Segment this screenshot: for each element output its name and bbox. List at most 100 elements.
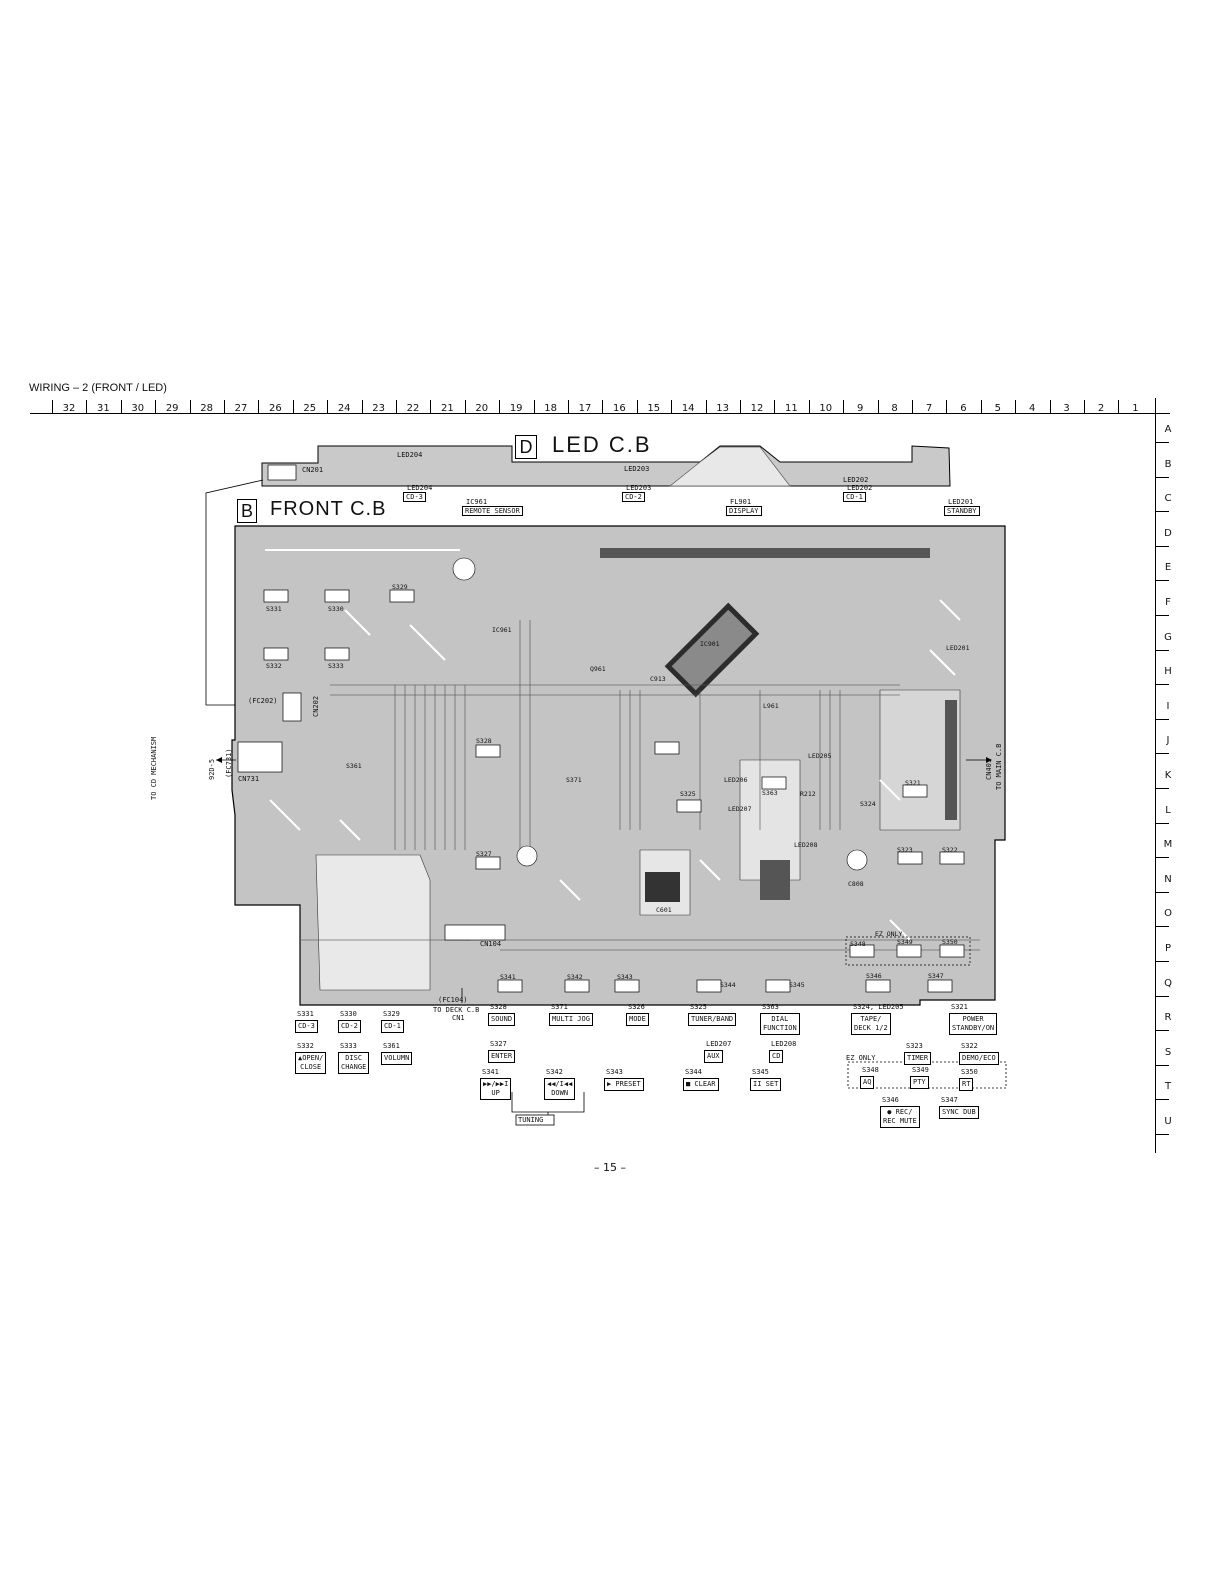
component-label: S346 bbox=[866, 972, 882, 980]
fc202-label: (FC202) bbox=[248, 697, 278, 705]
button-function-box: DIAL FUNCTION bbox=[760, 1013, 800, 1035]
column-number: 2 bbox=[1097, 403, 1105, 414]
front-board-letter: B bbox=[237, 499, 257, 523]
top-label-function: DISPLAY bbox=[726, 506, 762, 516]
column-tick bbox=[1049, 400, 1051, 414]
column-number: 3 bbox=[1063, 403, 1070, 414]
button-function-box: POWER STANDBY/ON bbox=[949, 1013, 998, 1035]
button-ref: S341 bbox=[482, 1068, 499, 1076]
button-function-box: ▲OPEN/ CLOSE bbox=[295, 1052, 327, 1074]
left-model-label: 92D-5 bbox=[208, 758, 216, 780]
cn731-label: CN731 bbox=[238, 775, 260, 783]
button-function-box: ENTER bbox=[488, 1050, 516, 1063]
button-ref: S343 bbox=[606, 1068, 623, 1076]
button-function-box: TUNER/BAND bbox=[688, 1013, 737, 1026]
component-label: S332 bbox=[266, 662, 282, 670]
component-label: EZ ONLY bbox=[875, 930, 903, 938]
page-number: – 15 – bbox=[594, 1161, 626, 1174]
row-tick bbox=[1155, 788, 1169, 789]
column-number: 25 bbox=[303, 403, 317, 414]
component-label: LED206 bbox=[724, 776, 748, 784]
row-tick bbox=[1155, 995, 1169, 997]
column-tick bbox=[602, 400, 604, 414]
button-ref: S371 bbox=[551, 1003, 568, 1011]
fc104-label: (FC104) bbox=[438, 996, 468, 1004]
component-label: LED205 bbox=[808, 752, 832, 760]
column-number: 22 bbox=[406, 403, 420, 414]
top-label-function: CD-2 bbox=[622, 492, 645, 502]
tuning-label: TUNING bbox=[518, 1116, 544, 1124]
component-label: S341 bbox=[500, 973, 516, 981]
led204-board-label: LED204 bbox=[397, 451, 423, 459]
column-tick bbox=[1015, 400, 1017, 414]
row-letter: U bbox=[1164, 1116, 1172, 1127]
button-function-box: TIMER bbox=[904, 1052, 932, 1065]
column-number: 21 bbox=[441, 403, 454, 414]
component-label: S323 bbox=[897, 846, 913, 854]
button-ref: S344 bbox=[685, 1068, 702, 1076]
front-board-name: FRONT C.B bbox=[270, 498, 387, 520]
row-tick bbox=[1155, 1030, 1169, 1032]
component-label: LED201 bbox=[946, 644, 970, 652]
column-number: 18 bbox=[544, 403, 557, 414]
column-tick bbox=[912, 400, 913, 414]
page-title: WIRING – 2 (FRONT / LED) bbox=[29, 382, 167, 394]
top-label-function: CD-3 bbox=[403, 492, 426, 502]
column-number: 27 bbox=[234, 403, 248, 414]
column-tick bbox=[1084, 400, 1085, 414]
component-label: S325 bbox=[680, 790, 696, 798]
top-label-ref: LED202 bbox=[847, 484, 873, 492]
row-letter: G bbox=[1164, 631, 1172, 643]
to-deck-label: TO DECK C.B bbox=[433, 1006, 480, 1014]
led203-board-label: LED203 bbox=[624, 465, 650, 473]
component-label: S342 bbox=[567, 973, 583, 981]
component-label: S322 bbox=[942, 846, 958, 854]
button-ref: S363 bbox=[762, 1003, 779, 1011]
button-ref: LED207 bbox=[706, 1040, 732, 1048]
row-letter: F bbox=[1165, 597, 1171, 608]
column-number: 1 bbox=[1132, 403, 1139, 414]
button-ref: S324, LED205 bbox=[853, 1003, 904, 1011]
column-tick bbox=[843, 400, 845, 414]
button-function-box: CD-2 bbox=[338, 1020, 361, 1033]
button-function-box: RT bbox=[959, 1078, 974, 1091]
column-number: 14 bbox=[681, 403, 695, 414]
row-letter: A bbox=[1164, 424, 1172, 435]
component-label: S349 bbox=[897, 938, 913, 946]
ez-only-label: EZ ONLY bbox=[846, 1054, 876, 1062]
button-function-box: CD-3 bbox=[295, 1020, 318, 1033]
column-number: 13 bbox=[716, 403, 729, 414]
row-letter: P bbox=[1164, 943, 1172, 954]
button-function-box: AUX bbox=[704, 1050, 723, 1063]
led-board-letter: D bbox=[515, 435, 537, 459]
top-label-function: STANDBY bbox=[944, 506, 980, 516]
component-label: S348 bbox=[850, 940, 866, 948]
component-label: Q961 bbox=[590, 665, 606, 673]
row-letter: K bbox=[1164, 770, 1172, 781]
component-label: C808 bbox=[848, 880, 864, 888]
component-label: S350 bbox=[942, 938, 958, 946]
component-label: C913 bbox=[650, 675, 666, 683]
column-number: 12 bbox=[750, 403, 764, 414]
component-label: S331 bbox=[266, 605, 282, 613]
row-tick bbox=[1155, 718, 1169, 720]
led-board-name: LED C.B bbox=[552, 432, 652, 457]
button-ref: S321 bbox=[951, 1003, 968, 1011]
column-tick bbox=[636, 400, 638, 414]
column-number: 8 bbox=[891, 403, 898, 414]
column-tick bbox=[224, 400, 225, 414]
column-tick bbox=[120, 400, 122, 414]
component-label: S363 bbox=[762, 789, 778, 797]
component-label: S329 bbox=[392, 583, 408, 591]
button-ref: S361 bbox=[383, 1042, 400, 1050]
column-number: 19 bbox=[509, 403, 523, 414]
column-number: 15 bbox=[647, 403, 661, 414]
button-function-box: ▶▶/▶▶I UP bbox=[480, 1078, 512, 1100]
column-tick bbox=[808, 400, 810, 414]
column-tick bbox=[568, 400, 569, 414]
button-function-box: MULTI JOG bbox=[549, 1013, 593, 1026]
button-function-box: II SET bbox=[750, 1078, 782, 1091]
button-ref: S333 bbox=[340, 1042, 357, 1050]
column-tick bbox=[1118, 400, 1120, 414]
row-letter: C bbox=[1164, 493, 1172, 505]
